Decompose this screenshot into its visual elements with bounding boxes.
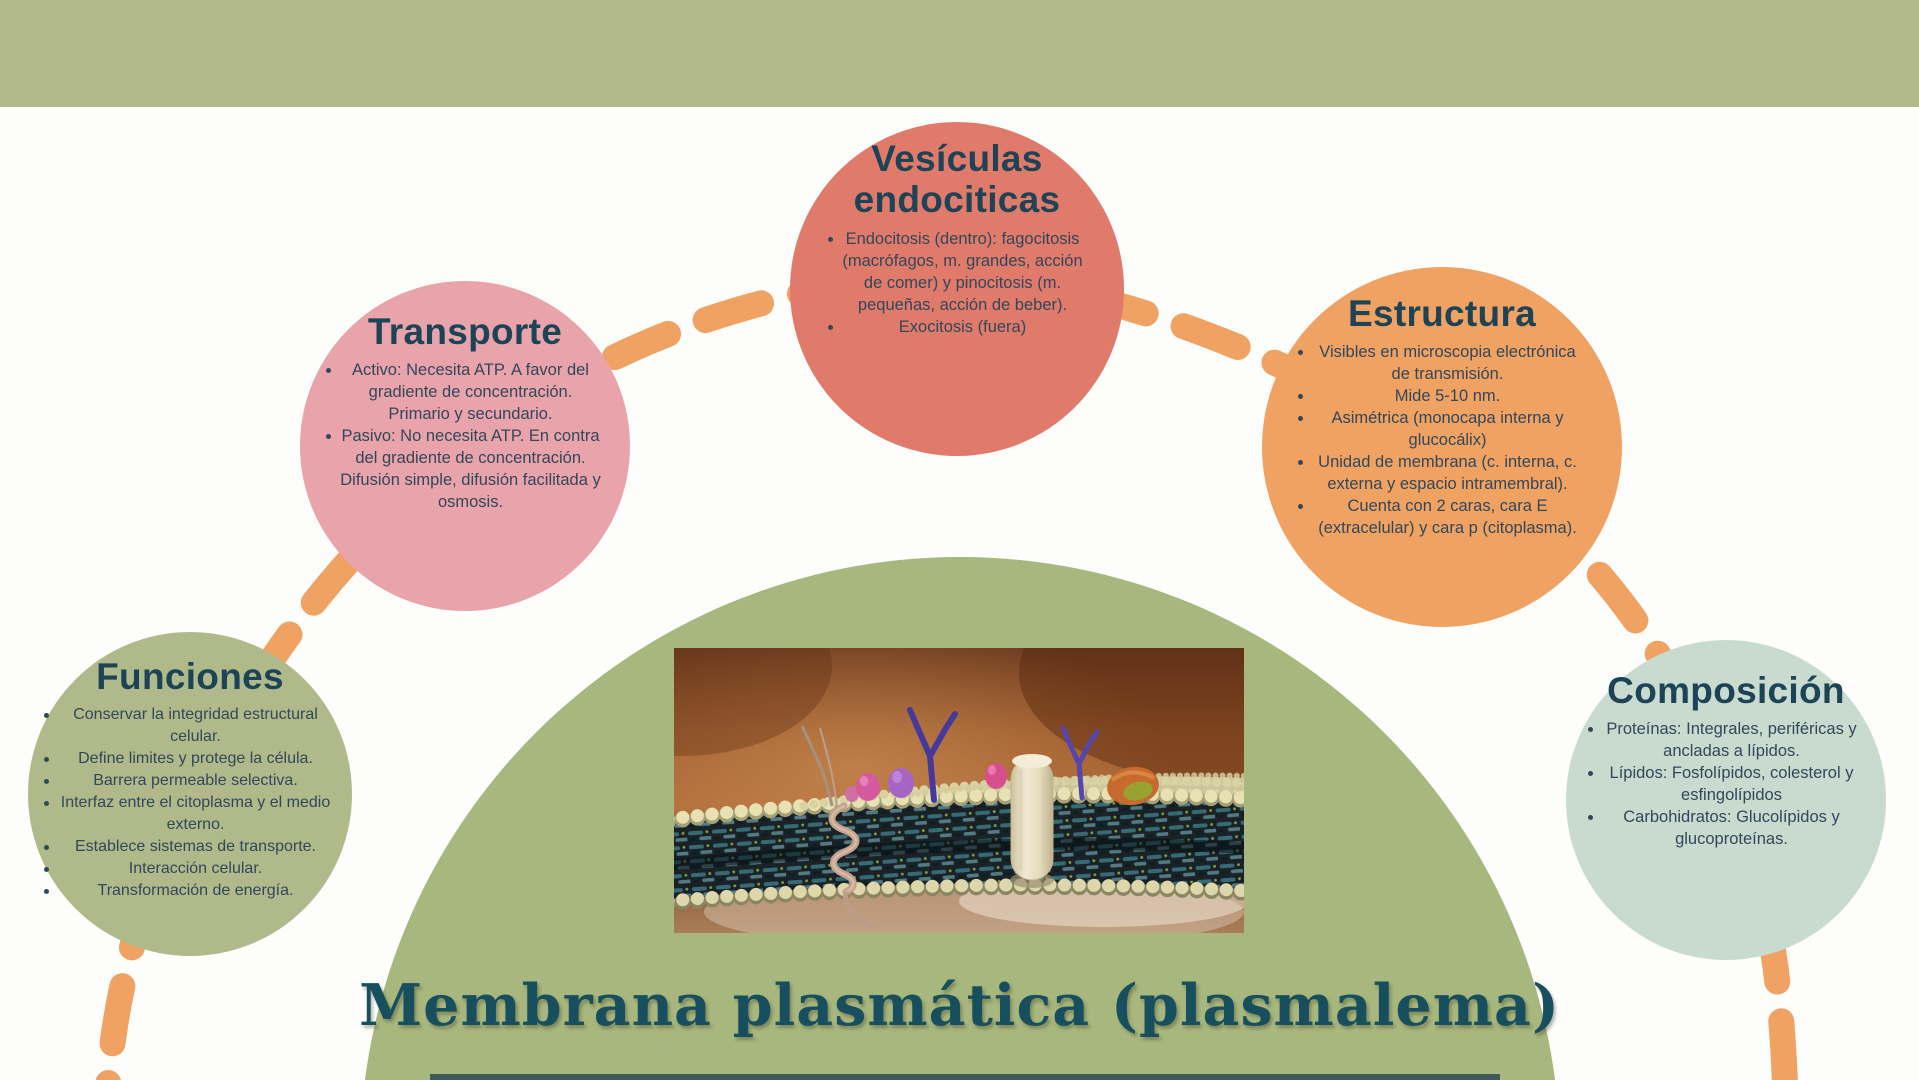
node-transporte-list: Activo: Necesita ATP. A favor del gradie… [326, 359, 604, 513]
bullet-text: Mide 5-10 nm. [1394, 387, 1501, 406]
node-transporte-title: Transporte [367, 311, 563, 352]
node-estructura-title: Estructura [1347, 293, 1537, 334]
bullet-text: Proteínas: Integrales, periféricas y anc… [1606, 720, 1857, 761]
bullet-item: Visibles en microscopia electrónica de t… [1298, 341, 1586, 385]
node-composicion-list: Proteínas: Integrales, periféricas y anc… [1588, 718, 1864, 850]
bullet-text: Pasivo: No necesita ATP. En contra del g… [340, 427, 601, 512]
bullet-dot [828, 324, 833, 330]
bullet-text: Define limites y protege la célula. [78, 750, 313, 768]
bottom-edge-strip [430, 1074, 1500, 1080]
bullet-text: Interacción celular. [128, 860, 263, 878]
bullet-item: Define limites y protege la célula. [44, 748, 336, 770]
node-vesiculas: Vesículas endociticas Endocitosis (dentr… [790, 122, 1124, 456]
bullet-dot [44, 713, 49, 719]
node-composicion-title: Composición [1607, 670, 1845, 711]
main-title: Membrana plasmática (plasmalema) [359, 972, 1560, 1039]
node-funciones-list: Conservar la integridad estructural celu… [44, 704, 336, 902]
bullet-dot [1298, 416, 1303, 422]
node-vesiculas-list: Endocitosis (dentro): fagocitosis (macró… [828, 228, 1086, 338]
bullet-dot [1298, 460, 1303, 466]
membrane-illustration-svg [532, 563, 1439, 950]
bullet-dot [1298, 394, 1303, 400]
bullet-item: Carbohidratos: Glucolípidos y glucoprote… [1588, 806, 1864, 850]
bullet-dot [44, 845, 49, 851]
bullet-text: Unidad de membrana (c. interna, c. exter… [1318, 453, 1577, 494]
bullet-item: Mide 5-10 nm. [1298, 385, 1586, 407]
bullet-dot [1588, 815, 1593, 821]
node-vesiculas-title: Vesículas endociticas [853, 138, 1061, 221]
bullet-item: Activo: Necesita ATP. A favor del gradie… [326, 359, 604, 425]
node-funciones-title: Funciones [96, 656, 284, 697]
node-transporte: Transporte Activo: Necesita ATP. A favor… [300, 281, 630, 611]
bullet-text: Carbohidratos: Glucolípidos y glucoprote… [1623, 808, 1840, 849]
bullet-text: Visibles en microscopia electrónica de t… [1319, 343, 1576, 384]
bullet-dot [44, 889, 49, 895]
bullet-text: Cuenta con 2 caras, cara E (extracelular… [1318, 497, 1577, 538]
bullet-dot [326, 368, 331, 374]
bullet-dot [1588, 771, 1593, 777]
bullet-item: Interacción celular. [44, 858, 336, 880]
bullet-item: Asimétrica (monocapa interna y glucocáli… [1298, 407, 1586, 451]
bullet-item: Endocitosis (dentro): fagocitosis (macró… [828, 228, 1086, 316]
node-estructura: Estructura Visibles en microscopia elect… [1262, 267, 1622, 627]
bullet-text: Transformación de energía. [97, 882, 294, 900]
bullet-item: Interfaz entre el citoplasma y el medio … [44, 792, 336, 836]
bullet-dot [1588, 727, 1593, 733]
bullet-dot [44, 779, 49, 785]
node-funciones: Funciones Conservar la integridad estruc… [28, 632, 352, 956]
bullet-item: Conservar la integridad estructural celu… [44, 704, 336, 748]
bullet-dot [1298, 504, 1303, 510]
header-bar [0, 0, 1919, 107]
bullet-text: Asimétrica (monocapa interna y glucocáli… [1331, 409, 1564, 450]
bullet-text: Activo: Necesita ATP. A favor del gradie… [352, 361, 589, 424]
bullet-item: Pasivo: No necesita ATP. En contra del g… [326, 425, 604, 513]
node-composicion: Composición Proteínas: Integrales, perif… [1566, 640, 1886, 960]
bullet-item: Barrera permeable selectiva. [44, 770, 336, 792]
bullet-item: Proteínas: Integrales, periféricas y anc… [1588, 718, 1864, 762]
bullet-dot [44, 867, 49, 873]
bullet-text: Lípidos: Fosfolípidos, colesterol y esfi… [1609, 764, 1854, 805]
bullet-dot [828, 236, 833, 242]
bullet-text: Interfaz entre el citoplasma y el medio … [60, 794, 331, 834]
bullet-text: Barrera permeable selectiva. [93, 772, 298, 790]
bullet-dot [1298, 350, 1303, 356]
node-estructura-list: Visibles en microscopia electrónica de t… [1298, 341, 1586, 539]
bullet-item: Unidad de membrana (c. interna, c. exter… [1298, 451, 1586, 495]
bullet-item: Exocitosis (fuera) [828, 316, 1086, 338]
bullet-dot [44, 801, 49, 807]
bullet-dot [326, 434, 331, 440]
bullet-text: Exocitosis (fuera) [898, 317, 1027, 336]
bullet-item: Cuenta con 2 caras, cara E (extracelular… [1298, 495, 1586, 539]
bullet-item: Lípidos: Fosfolípidos, colesterol y esfi… [1588, 762, 1864, 806]
bullet-text: Conservar la integridad estructural celu… [73, 706, 318, 746]
bullet-text: Endocitosis (dentro): fagocitosis (macró… [842, 229, 1083, 314]
bullet-text: Establece sistemas de transporte. [74, 838, 316, 856]
bullet-item: Transformación de energía. [44, 880, 336, 902]
bullet-item: Establece sistemas de transporte. [44, 836, 336, 858]
bullet-dot [44, 757, 49, 763]
membrane-3d-illustration [532, 563, 1439, 950]
